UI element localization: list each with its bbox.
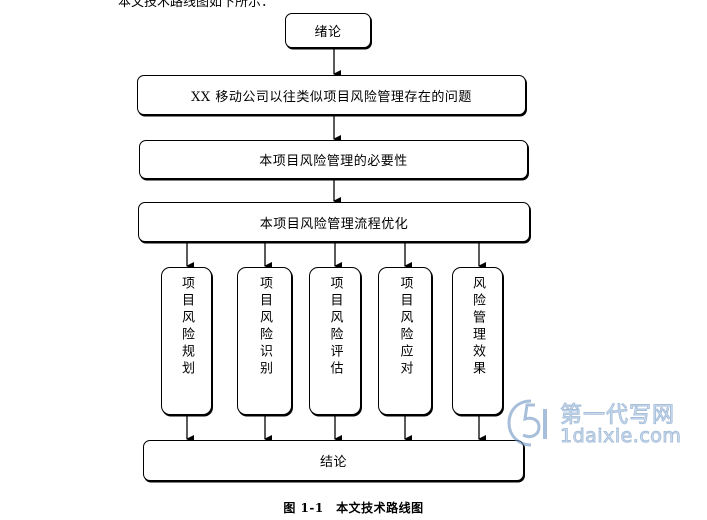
watermark: 第一代写网 1daixie.com (505, 395, 705, 455)
conclusion-box: 结论 (143, 440, 524, 481)
problems-label: XX 移动公司以往类似项目风险管理存在的问题 (191, 89, 472, 105)
necessity-box: 本项目风险管理的必要性 (139, 140, 528, 179)
watermark-en: 1daixie.com (559, 425, 682, 448)
figure-caption: 图 1-1 本文技术路线图 (283, 501, 424, 515)
conclusion-label: 结论 (319, 455, 347, 470)
sub-box-assessment: 项目风险评估 (309, 267, 361, 415)
sub-box-identification-label: 项目风险识别 (257, 276, 272, 378)
problems-box: XX 移动公司以往类似项目风险管理存在的问题 (137, 75, 526, 115)
sub-box-response: 项目风险应对 (378, 267, 432, 415)
top-cut-text: 本文技术路线图如下所示： (118, 0, 275, 10)
necessity-label: 本项目风险管理的必要性 (259, 154, 408, 169)
sub-box-response-label: 项目风险应对 (397, 276, 413, 378)
sub-box-identification: 项目风险识别 (237, 267, 292, 415)
watermark-logo-icon (507, 399, 547, 447)
sub-box-planning: 项目风险规划 (161, 267, 212, 415)
intro-label: 绪论 (314, 25, 342, 40)
sub-box-assessment-label: 项目风险评估 (327, 276, 343, 378)
sub-box-effect: 风险管理效果 (452, 267, 503, 415)
sub-box-effect-label: 风险管理效果 (470, 276, 485, 378)
intro-box: 绪论 (285, 13, 371, 48)
optimization-label: 本项目风险管理流程优化 (259, 216, 409, 232)
optimization-box: 本项目风险管理流程优化 (138, 202, 530, 242)
sub-box-planning-label: 项目风险规划 (179, 276, 194, 378)
watermark-cn: 第一代写网 (559, 403, 676, 429)
